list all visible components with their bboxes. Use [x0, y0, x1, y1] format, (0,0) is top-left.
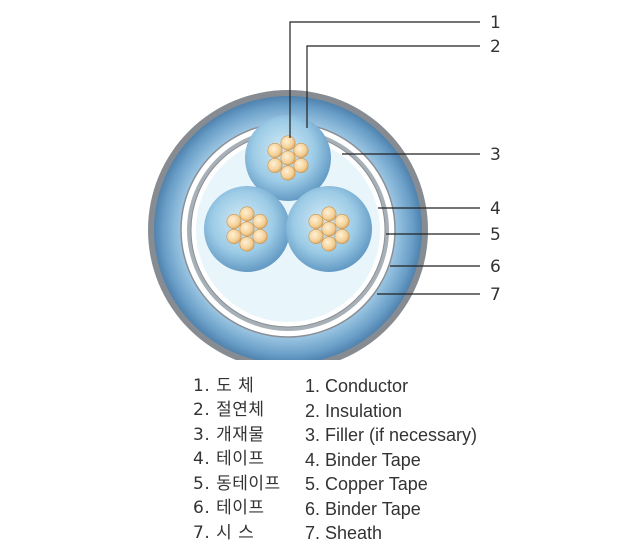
callout-number-5: 5 — [490, 225, 501, 245]
conductor-wire — [334, 229, 350, 245]
conductor-wire — [252, 229, 268, 245]
callout-number-6: 6 — [490, 257, 501, 277]
conductor-wire — [321, 236, 337, 252]
conductor-wire — [226, 214, 242, 230]
conductor-wire — [239, 236, 255, 252]
legend-korean-label: 4. 테이프 — [193, 449, 265, 470]
legend-row-conductor: 1. 도 체 1. Conductor — [193, 374, 477, 399]
legend-english-label: 1. Conductor — [305, 376, 409, 397]
legend-row-insulation: 2. 절연체 2. Insulation — [193, 399, 477, 424]
leader-line-1 — [289, 21, 480, 138]
legend-row-filler: 3. 개재물 3. Filler (if necessary) — [193, 423, 477, 448]
legend-korean-label: 1. 도 체 — [193, 375, 255, 396]
callout-number-1: 1 — [490, 13, 501, 33]
conductor-wire — [293, 143, 309, 159]
leader-line-2 — [306, 45, 480, 128]
legend-korean-label: 7. 시 스 — [193, 522, 255, 543]
callout-number-3: 3 — [490, 145, 501, 165]
conductor-wire — [239, 221, 255, 237]
cable-cross-section-diagram: 1 2 3 4 5 6 7 — [148, 13, 501, 360]
callout-number-2: 2 — [490, 37, 501, 57]
conductor-wire — [334, 214, 350, 230]
callout-number-7: 7 — [490, 285, 501, 305]
legend-korean-label: 6. 테이프 — [193, 498, 265, 519]
legend: 1. 도 체 1. Conductor 2. 절연체 2. Insulation… — [193, 374, 477, 546]
legend-korean-label: 2. 절연체 — [193, 400, 265, 421]
conductor-wire — [252, 214, 268, 230]
conductor-wire — [226, 229, 242, 245]
conductor-wire — [267, 143, 283, 159]
legend-english-label: 6. Binder Tape — [305, 498, 421, 519]
legend-row-sheath: 7. 시 스 7. Sheath — [193, 521, 477, 546]
conductor-wire — [293, 158, 309, 174]
legend-english-label: 4. Binder Tape — [305, 449, 421, 470]
callout-number-4: 4 — [490, 199, 501, 219]
legend-english-label: 2. Insulation — [305, 400, 403, 421]
legend-row-binder-tape-outer: 6. 테이프 6. Binder Tape — [193, 497, 477, 522]
legend-row-copper-tape: 5. 동테이프 5. Copper Tape — [193, 472, 477, 497]
legend-english-label: 7. Sheath — [305, 523, 383, 544]
conductor-wire — [321, 221, 337, 237]
legend-korean-label: 5. 동테이프 — [193, 473, 281, 494]
legend-korean-label: 3. 개재물 — [193, 424, 265, 445]
conductor-wire — [280, 135, 296, 151]
conductor-wire — [321, 206, 337, 222]
conductor-wire — [280, 150, 296, 166]
conductor-wire — [308, 229, 324, 245]
legend-row-binder-tape-inner: 4. 테이프 4. Binder Tape — [193, 448, 477, 473]
leader-lines — [289, 21, 480, 295]
conductor-wire — [280, 165, 296, 181]
legend-english-label: 5. Copper Tape — [305, 474, 428, 495]
conductor-wire — [239, 206, 255, 222]
conductors — [226, 135, 350, 252]
conductor-wire — [308, 214, 324, 230]
conductor-wire — [267, 158, 283, 174]
legend-english-label: 3. Filler (if necessary) — [305, 425, 478, 446]
